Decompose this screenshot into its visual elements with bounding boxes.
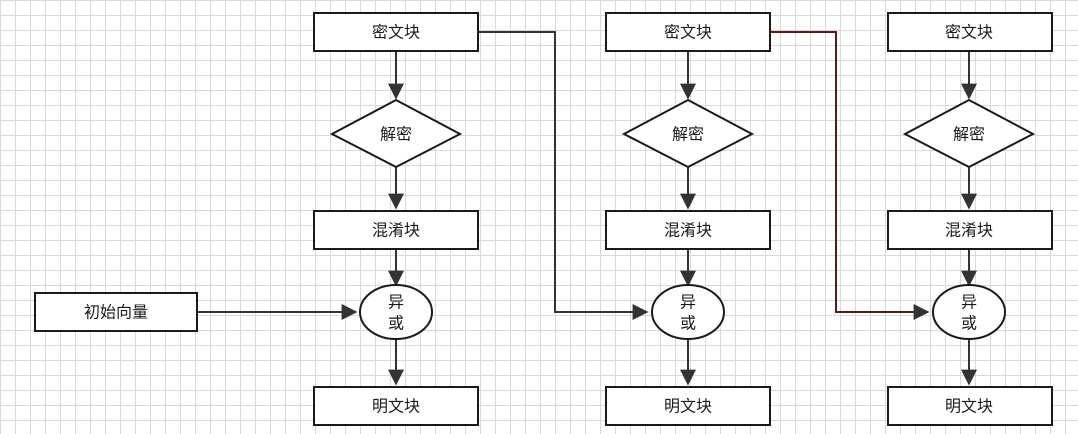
plain-block-label: 明文块: [372, 397, 420, 416]
plain-block-node: 明文块: [887, 386, 1053, 426]
mixed-block-node: 混淆块: [313, 210, 479, 250]
decrypt-node: 解密: [902, 98, 1036, 169]
cipher-block-node: 密文块: [605, 12, 771, 52]
decrypt-label: 解密: [380, 125, 412, 144]
mixed-block-label: 混淆块: [372, 221, 420, 240]
iv-node: 初始向量: [34, 292, 198, 332]
xor-label-line1: 异: [680, 293, 696, 312]
edges: [197, 31, 977, 386]
column-3: 密文块 解密 混淆块 异 或 明文块: [887, 12, 1053, 426]
cipher-block-label: 密文块: [664, 23, 712, 42]
cipher-block-node: 密文块: [313, 12, 479, 52]
column-1: 密文块 解密 混淆块 异 或 明文块: [313, 12, 479, 426]
xor-label-line1: 异: [388, 293, 404, 312]
decrypt-node: 解密: [621, 98, 755, 169]
mixed-block-node: 混淆块: [887, 210, 1053, 250]
xor-label-line1: 异: [961, 293, 977, 312]
xor-label-line2: 或: [388, 314, 404, 333]
plain-block-label: 明文块: [945, 397, 993, 416]
cipher-block-node: 密文块: [887, 12, 1053, 52]
edge-cipher2-to-xor3: [770, 31, 930, 320]
decrypt-label: 解密: [672, 125, 704, 144]
mixed-block-label: 混淆块: [945, 221, 993, 240]
column-2: 密文块 解密 混淆块 异 或 明文块: [605, 12, 771, 426]
plain-block-label: 明文块: [664, 397, 712, 416]
cipher-block-label: 密文块: [372, 23, 420, 42]
xor-node: 异 或: [651, 284, 725, 340]
xor-node: 异 或: [932, 284, 1006, 340]
mixed-block-node: 混淆块: [605, 210, 771, 250]
decrypt-node: 解密: [329, 98, 463, 169]
xor-label-line2: 或: [961, 314, 977, 333]
xor-node: 异 或: [359, 284, 433, 340]
iv-label: 初始向量: [84, 303, 148, 322]
plain-block-node: 明文块: [605, 386, 771, 426]
decrypt-label: 解密: [953, 125, 985, 144]
edge-cipher1-to-xor2: [478, 31, 649, 320]
mixed-block-label: 混淆块: [664, 221, 712, 240]
cipher-block-label: 密文块: [945, 23, 993, 42]
plain-block-node: 明文块: [313, 386, 479, 426]
xor-label-line2: 或: [680, 314, 696, 333]
